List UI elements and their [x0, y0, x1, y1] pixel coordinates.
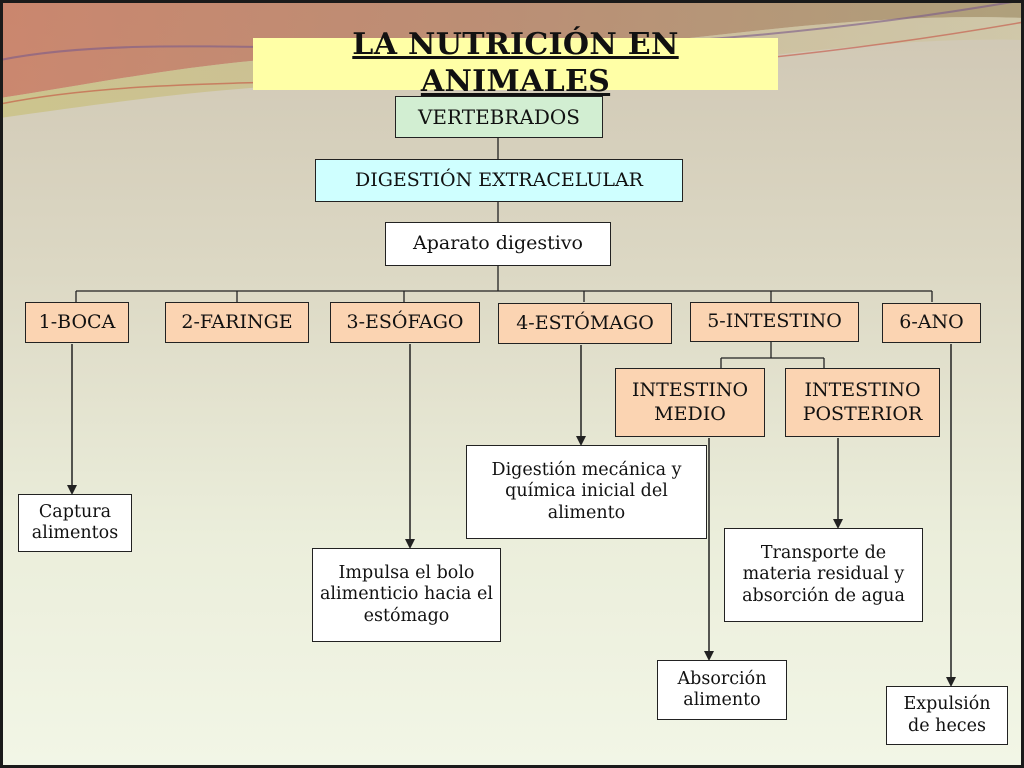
node-intestino-medio: INTESTINO MEDIO: [615, 368, 765, 437]
node-esofago: 3-ESÓFAGO: [330, 302, 480, 343]
desc-ano: Expulsión de heces: [886, 686, 1008, 745]
desc-intestino-posterior: Transporte de materia residual y absorci…: [724, 528, 923, 622]
node-boca: 1-BOCA: [25, 302, 129, 343]
desc-esofago: Impulsa el bolo alimenticio hacia el est…: [312, 548, 501, 642]
node-estomago: 4-ESTÓMAGO: [498, 303, 672, 344]
node-vertebrados: VERTEBRADOS: [395, 96, 603, 138]
desc-intestino-medio: Absorción alimento: [657, 660, 787, 720]
desc-boca: Captura alimentos: [18, 494, 132, 552]
desc-estomago: Digestión mecánica y química inicial del…: [466, 445, 707, 539]
node-digestion-extracelular: DIGESTIÓN EXTRACELULAR: [315, 159, 683, 202]
node-aparato-digestivo: Aparato digestivo: [385, 222, 611, 266]
node-intestino: 5-INTESTINO: [690, 302, 859, 342]
node-ano: 6-ANO: [882, 303, 981, 343]
node-faringe: 2-FARINGE: [165, 302, 309, 343]
node-intestino-posterior: INTESTINO POSTERIOR: [785, 368, 940, 437]
